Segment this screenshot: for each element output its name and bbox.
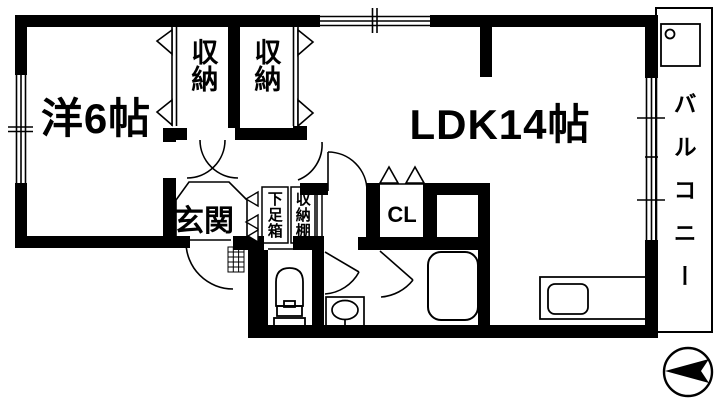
label-storage-shelf: 収納棚 (293, 191, 311, 239)
ldk-door (327, 151, 368, 192)
room-label-storage-right: 収納 (250, 38, 281, 92)
balcony-equipment (660, 23, 701, 67)
room-label-storage-left: 収納 (187, 38, 218, 92)
ldk-hall-door (297, 141, 323, 181)
hall-double-doors (186, 139, 239, 179)
window-right (637, 78, 665, 240)
shoe-box-cabinet (261, 186, 323, 244)
room-label-western-room: 洋6帖 (40, 95, 152, 142)
room-label-closet: CL (387, 202, 417, 227)
entrance-step (175, 181, 248, 241)
entrance-door (185, 241, 234, 290)
window-top (320, 8, 430, 33)
bathroom-door (379, 250, 414, 298)
storage-right-bifold-door (292, 27, 315, 128)
entrance-tile (227, 246, 245, 273)
bathtub (427, 251, 479, 321)
balcony-outline (655, 7, 713, 333)
room-label-entrance: 玄関 (174, 205, 234, 238)
window-left (8, 75, 33, 183)
cabinet-door-marks (244, 190, 259, 244)
room-label-balcony: バルコニー (670, 92, 697, 307)
washbasin (325, 296, 365, 328)
storage-left-bifold-door (155, 27, 178, 127)
toilet (273, 267, 306, 327)
walls (15, 15, 658, 338)
closet-bifold-door (378, 165, 426, 185)
room-label-ldk: LDK14帖 (409, 101, 591, 148)
compass-icon (662, 346, 714, 398)
washroom-door (324, 251, 360, 295)
kitchen-counter (539, 276, 646, 320)
label-shoe-box: 下足箱 (265, 191, 283, 239)
